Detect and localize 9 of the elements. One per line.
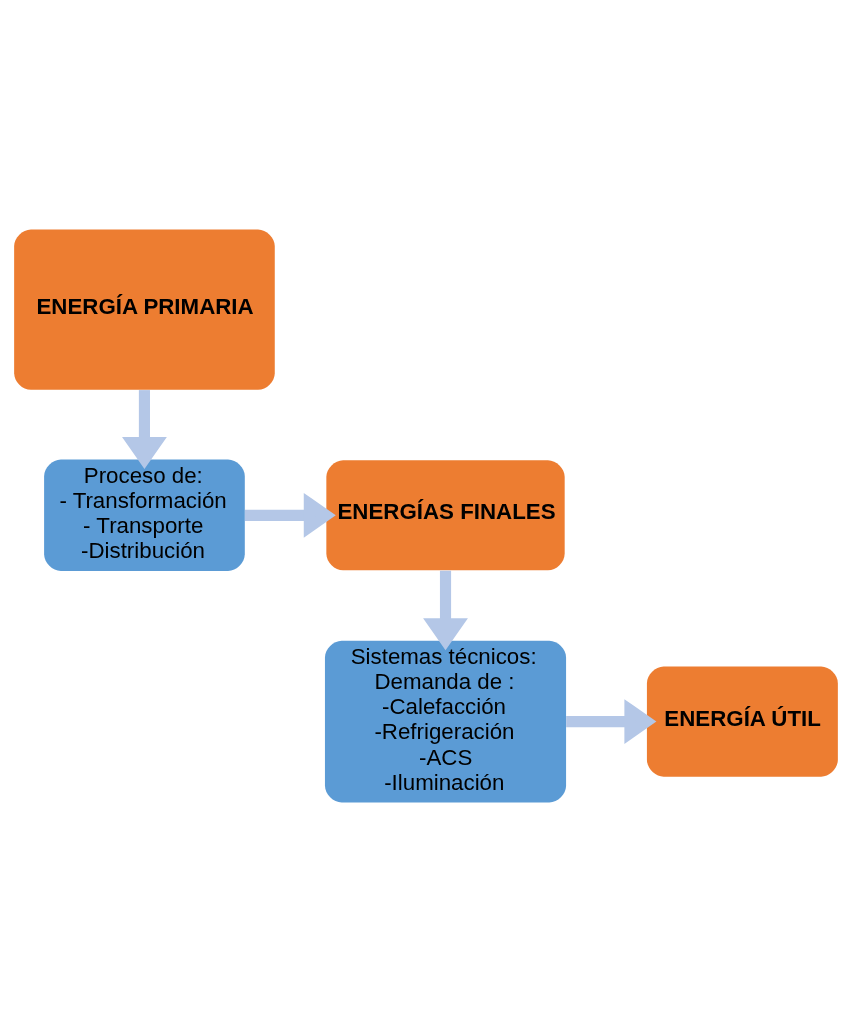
node-box: ENERGÍA PRIMARIA (14, 229, 275, 390)
node-box: ENERGÍA ÚTIL (646, 666, 838, 777)
node-box: ENERGÍAS FINALES (326, 460, 565, 571)
arrow (245, 492, 336, 538)
arrow (566, 699, 657, 744)
node-box: Proceso de: - Transformación - Transporte -Distribución (44, 459, 245, 572)
node-box: Sistemas técnicos: Demanda de : -Calefacción -Refrigeración -ACS -Iluminación (324, 640, 567, 803)
arrow (423, 570, 468, 651)
arrow (122, 390, 167, 469)
